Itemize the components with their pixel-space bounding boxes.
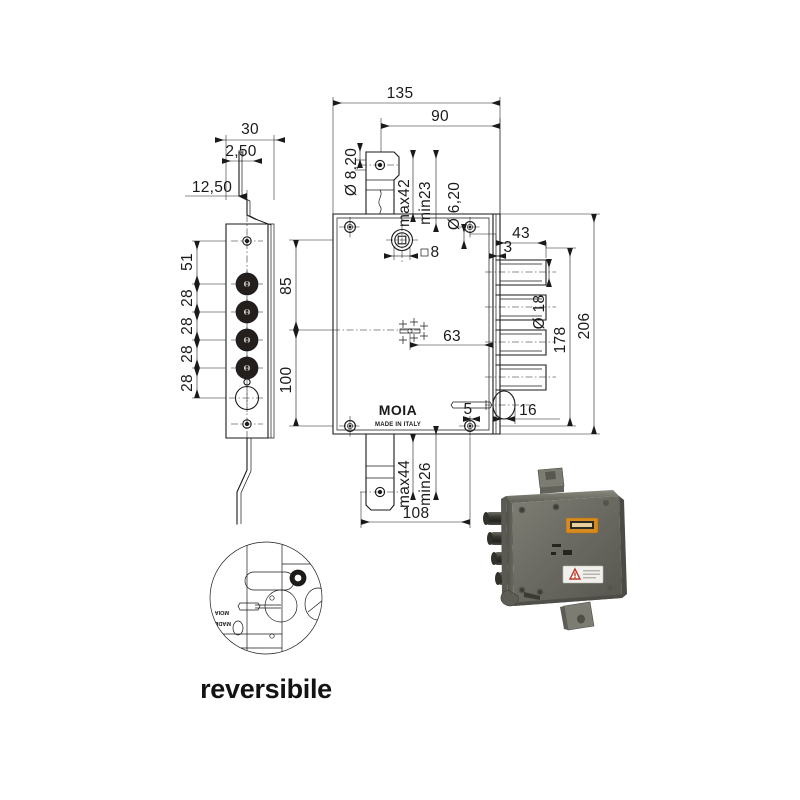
dim-dia-18: Ø 18 (531, 259, 552, 330)
detail-contents: MOIA MADE IN ITALY (191, 545, 322, 654)
dim-label-max42: max42 (396, 179, 413, 227)
dim-label-16: 16 (519, 402, 537, 419)
bolt-hole (231, 299, 263, 325)
product-photo (478, 466, 638, 636)
bolt-hole (231, 355, 263, 381)
dim-108: 108 (360, 437, 471, 528)
dim-206: 206 (500, 213, 600, 435)
dim-label-51: 51 (179, 253, 196, 271)
product-photo-svg (483, 467, 627, 631)
screw (339, 217, 361, 238)
deadbolt (485, 364, 556, 391)
dim-30: 30 (215, 121, 285, 200)
deadbolt (485, 294, 556, 321)
dim-16: 16 (492, 402, 560, 424)
dim-label-dia-8-20: Ø 8,20 (343, 148, 360, 196)
dim-label-5: 5 (464, 401, 473, 418)
dim-square-8: 8 (384, 244, 439, 261)
brand-mark: MOIA MADE IN ITALY (375, 402, 421, 428)
photo-case-body (500, 490, 627, 607)
dim-label-178: 178 (552, 327, 569, 354)
dim-label-85: 85 (278, 277, 295, 295)
dim-chain-faceplate: 51 28 28 28 28 (179, 240, 226, 399)
deadbolts (485, 259, 556, 391)
bolt-hole (231, 327, 263, 353)
bottom-mounting-tab (360, 433, 400, 511)
dim-85: 85 (278, 239, 333, 331)
dim-63: 63 (409, 328, 493, 350)
dim-label-63: 63 (443, 328, 461, 345)
dim-label-dia-18: Ø 18 (531, 295, 548, 330)
dim-label-28-d: 28 (179, 374, 196, 392)
dim-43: 43 (470, 225, 547, 258)
deadbolt (485, 329, 556, 356)
faceplate-view: 30 2,50 12,50 (179, 121, 285, 525)
dim-max44-min26: max44 min26 (396, 426, 439, 508)
dim-label-min23: min23 (417, 181, 434, 225)
bolt-hole (231, 271, 263, 297)
dim-label-90: 90 (431, 108, 449, 125)
dim-dia-8-20: Ø 8,20 (343, 143, 366, 196)
dim-label-2-50: 2,50 (225, 143, 256, 160)
dim-label-43: 43 (512, 225, 530, 242)
detail-circle-outline (209, 541, 323, 655)
deadbolt (485, 259, 556, 286)
cylinder-keyway-cluster (333, 318, 428, 344)
faceplate-outline (225, 151, 275, 525)
dim-label-max44: max44 (396, 460, 413, 508)
dim-label-108: 108 (403, 505, 430, 522)
dim-dia-6-20: Ø 6,20 (446, 182, 467, 249)
dim-label-12-50: 12,50 (192, 179, 232, 196)
dim-2-50: 2,50 (222, 143, 262, 164)
reversible-detail-view: MOIA MADE IN ITALY reversibile (191, 541, 332, 704)
dim-label-min26: min26 (417, 462, 434, 506)
dim-12-50: 12,50 (185, 179, 248, 205)
dim-100: 100 (278, 330, 333, 427)
dim-178: 178 (500, 247, 576, 427)
dim-label-30: 30 (241, 121, 259, 138)
dim-90: 90 (380, 108, 501, 214)
detail-brand-sub: MADE IN ITALY (191, 620, 231, 626)
dim-label-28-a: 28 (179, 289, 196, 307)
dim-3: 3 (489, 239, 513, 259)
faceplate-cylinder-hole (229, 378, 265, 412)
dim-max42-min23: max42 min23 (396, 150, 439, 232)
dim-label-28-c: 28 (179, 345, 196, 363)
spindle-hole (386, 224, 418, 262)
photo-bottom-bracket (560, 601, 595, 631)
detail-brand: MOIA (215, 609, 229, 615)
faceplate-bolt-holes (231, 271, 263, 381)
dim-label-206: 206 (576, 313, 593, 340)
faceplate-screw-hole-bottom (231, 419, 263, 429)
brand-name: MOIA (379, 402, 418, 418)
photo-warning-label (562, 565, 604, 584)
photo-top-bracket (537, 467, 565, 494)
dim-label-sq-8: 8 (431, 244, 440, 261)
screw (339, 416, 361, 437)
dim-5: 5 (463, 401, 480, 422)
dim-label-dia-6-20: Ø 6,20 (446, 182, 463, 230)
lock-body-case (332, 213, 501, 435)
top-mounting-tab (360, 151, 400, 215)
dim-label-135: 135 (387, 85, 414, 102)
dim-label-28-b: 28 (179, 317, 196, 335)
reversibile-caption: reversibile (200, 674, 332, 704)
dim-label-100: 100 (278, 367, 295, 394)
dim-label-3: 3 (504, 239, 513, 256)
brand-subtitle: MADE IN ITALY (375, 422, 421, 428)
faceplate-screw-hole-top (231, 236, 263, 246)
lock-body-view: MOIA MADE IN ITALY 135 90 (278, 85, 600, 528)
photo-brand-label (565, 517, 599, 534)
